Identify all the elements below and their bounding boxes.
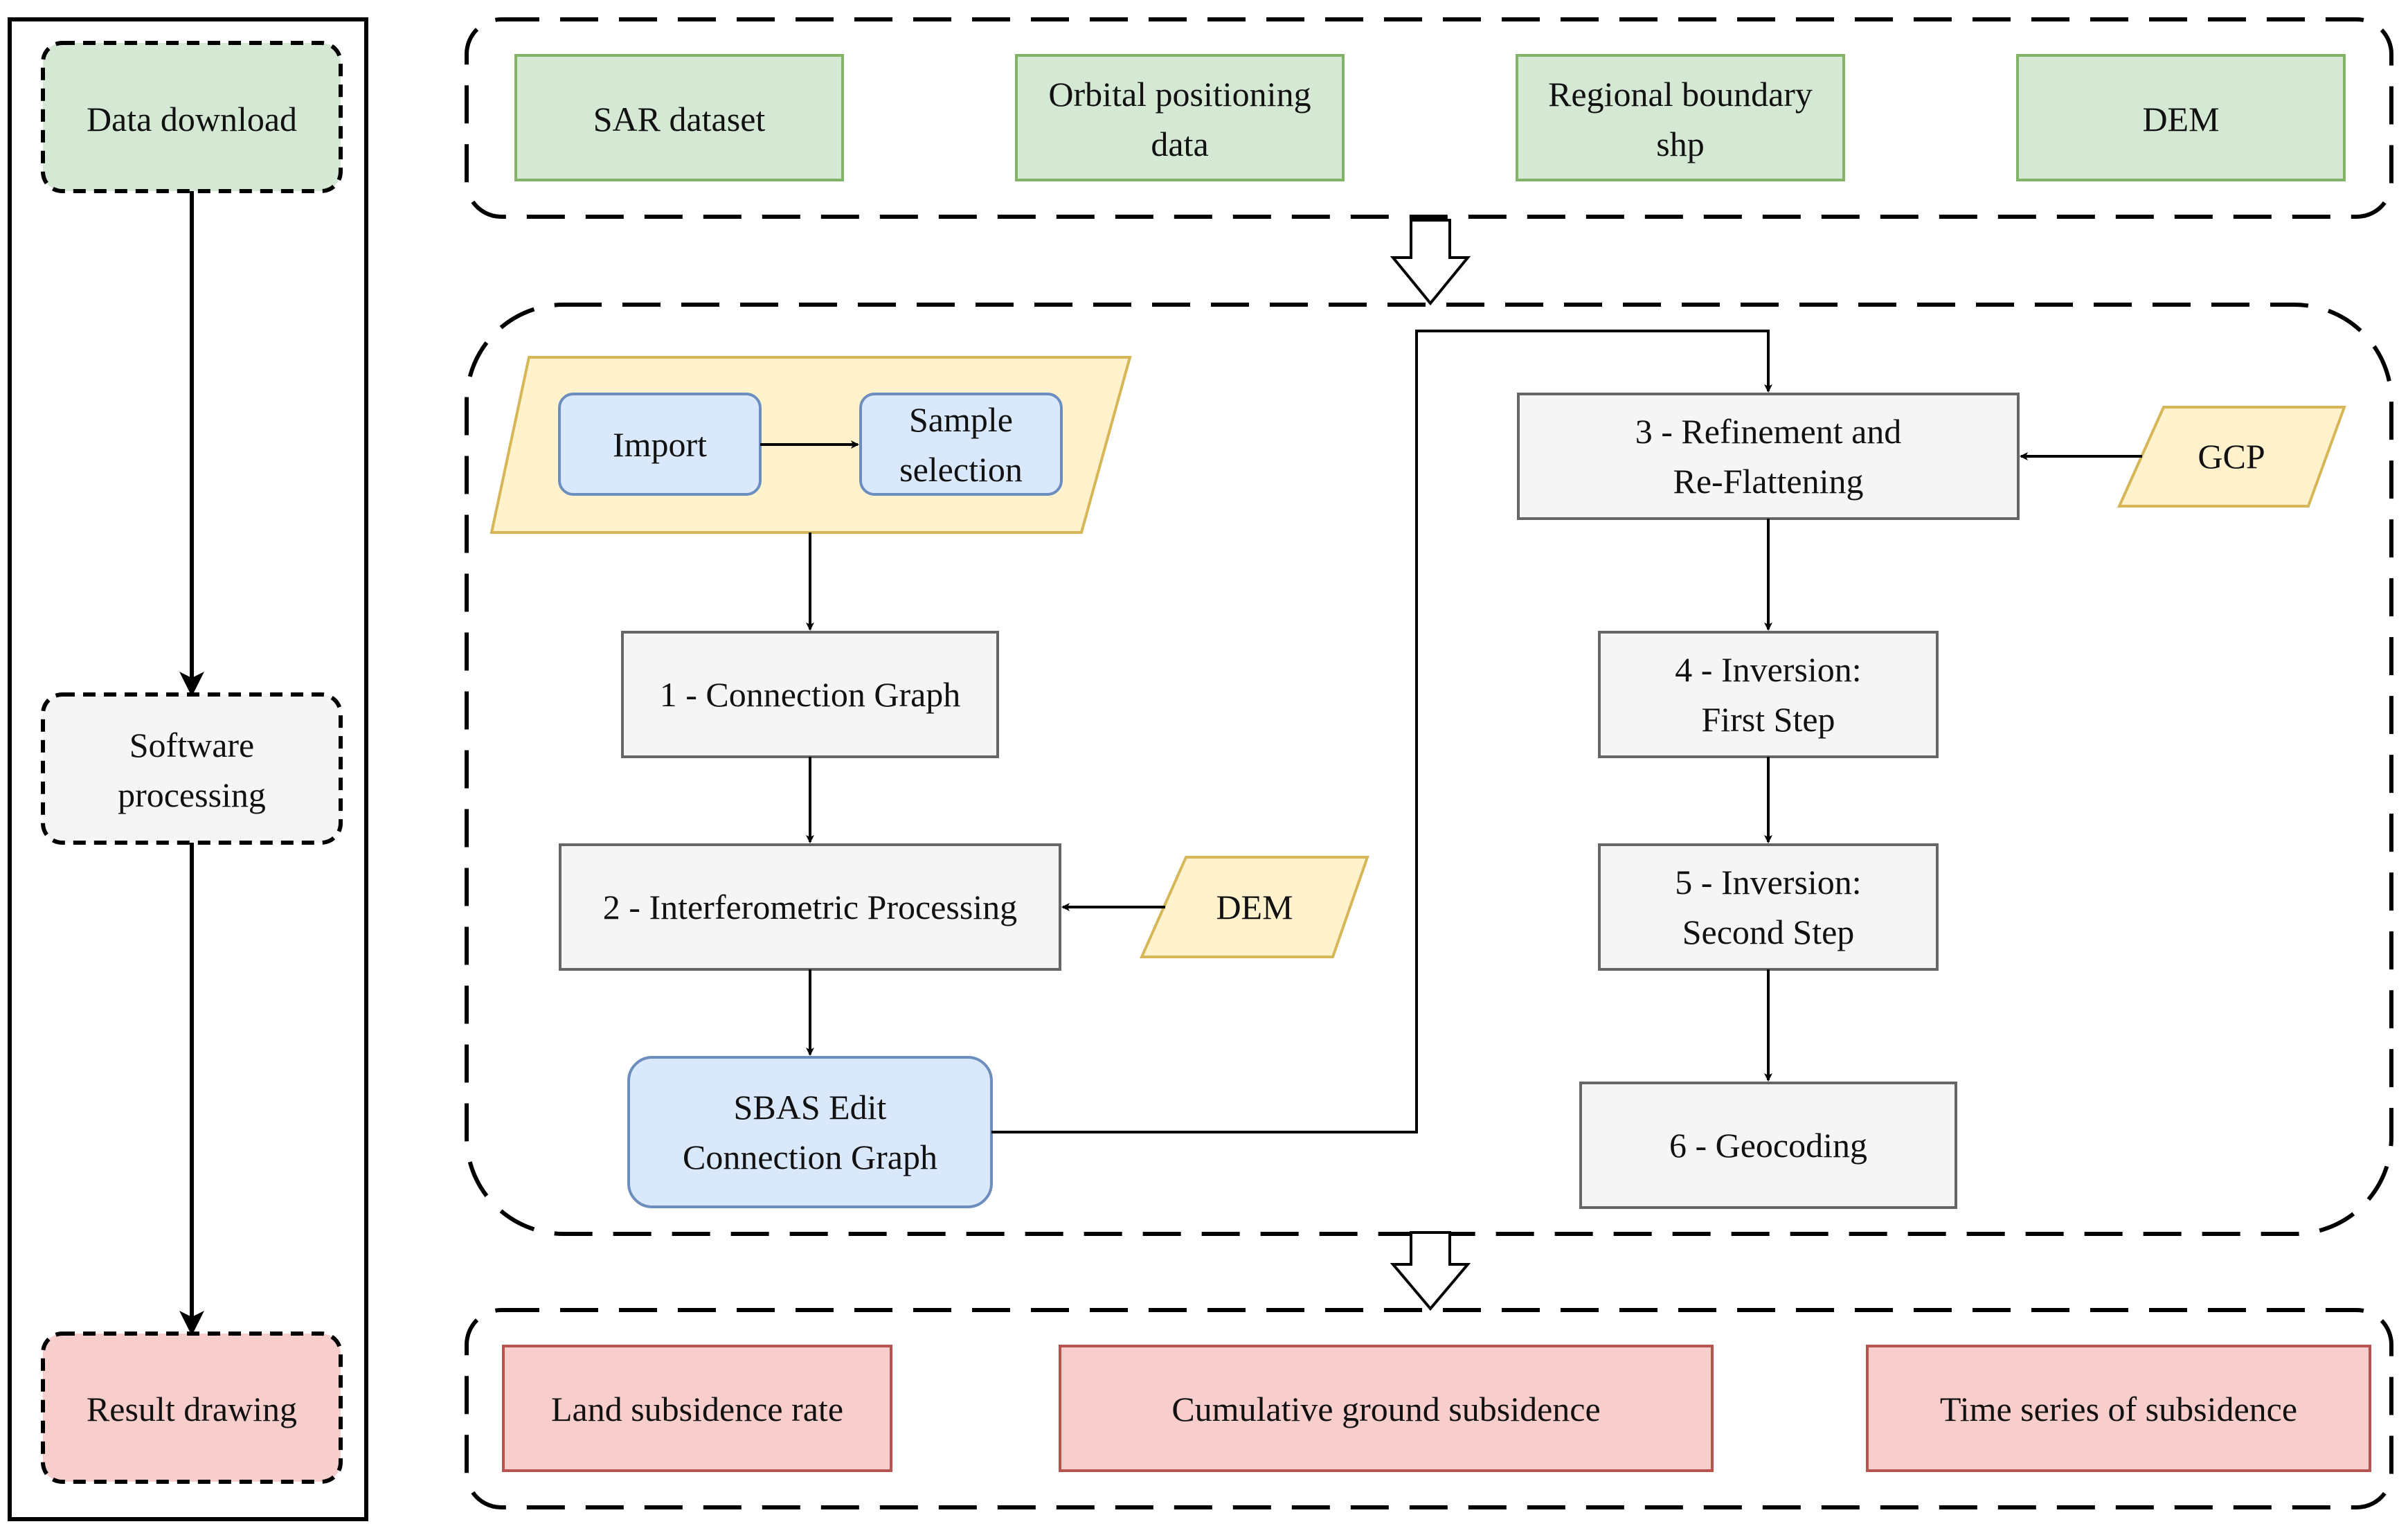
import-node: Import [558,393,762,496]
output-group-frame [465,1308,2393,1509]
label-line: 3 - Refinement and [1635,412,1902,451]
input-regional-boundary-label: Regional boundary shp [1548,75,1813,163]
stage-software-processing: Software processing [41,692,343,845]
label-line: GCP [2198,437,2265,476]
input-orbital-positioning: Orbital positioning data [1015,54,1345,181]
sample-selection-node: Sample selection [859,393,1063,496]
stage-data-download-label: Data download [87,100,297,138]
label-line: Software [129,726,255,764]
stage-data-download: Data download [41,41,343,193]
output-land-subsidence-rate: Land subsidence rate [502,1345,892,1472]
output-time-series-subsidence: Time series of subsidence [1866,1345,2371,1472]
input-sar-dataset: SAR dataset [514,54,844,181]
output-cumulative-ground-subsidence: Cumulative ground subsidence [1059,1345,1714,1472]
import-node-label: Import [613,425,707,464]
label-line: Regional boundary [1548,75,1813,114]
step-2-interferometric-processing-label: 2 - Interferometric Processing [603,888,1017,926]
label-line: Import [613,425,707,464]
stage-frame [8,17,368,1521]
label-line: Cumulative ground subsidence [1171,1390,1600,1428]
dem-input-node: DEM [1139,856,1369,958]
label-line: 6 - Geocoding [1669,1126,1867,1165]
label-line: data [1151,125,1208,163]
process-group-frame [465,303,2393,1236]
label-line: DEM [2142,100,2219,138]
output-cumulative-ground-subsidence-label: Cumulative ground subsidence [1171,1390,1600,1428]
label-line: 2 - Interferometric Processing [603,888,1017,926]
label-line: Re-Flattening [1673,462,1864,501]
input-sar-dataset-label: SAR dataset [593,100,766,138]
label-line: Land subsidence rate [551,1390,843,1428]
label-line: Result drawing [87,1390,297,1428]
step-1-connection-graph-label: 1 - Connection Graph [660,675,961,714]
arrow-sbas-to-step3 [991,330,1772,1133]
hollow-arrow-2 [1390,1231,1471,1311]
label-line: 4 - Inversion: [1675,650,1861,689]
label-line: Second Step [1682,913,1855,951]
label-line: Connection Graph [683,1138,937,1176]
label-line: 1 - Connection Graph [660,675,961,714]
label-line: 5 - Inversion: [1675,863,1861,902]
label-line: DEM [1216,888,1293,926]
input-dem: DEM [2016,54,2346,181]
label-line: Data download [87,100,297,138]
input-dem-label: DEM [2142,100,2219,138]
output-land-subsidence-rate-label: Land subsidence rate [551,1390,843,1428]
output-time-series-subsidence-label: Time series of subsidence [1940,1390,2297,1428]
label-line: selection [899,450,1023,489]
stage-result-drawing: Result drawing [41,1332,343,1484]
input-regional-boundary: Regional boundary shp [1516,54,1845,181]
stage-software-processing-label: Software processing [118,726,266,814]
step-6-geocoding: 6 - Geocoding [1579,1082,1957,1209]
label-line: First Step [1701,700,1835,739]
input-group-frame [465,17,2393,219]
step-4-inversion-first-step: 4 - Inversion: First Step [1598,631,1939,758]
label-line: processing [118,776,266,814]
label-line: Orbital positioning [1048,75,1311,114]
sample-selection-node-label: Sample selection [899,400,1023,489]
step-4-inversion-first-step-label: 4 - Inversion: First Step [1675,650,1861,739]
label-line: SBAS Edit [734,1088,887,1127]
stage-result-drawing-label: Result drawing [87,1390,297,1428]
step-5-inversion-second-step: 5 - Inversion: Second Step [1598,843,1939,971]
gcp-input-node-label: GCP [2198,437,2265,476]
input-orbital-positioning-label: Orbital positioning data [1048,75,1311,163]
label-line: shp [1656,125,1704,163]
step-1-connection-graph: 1 - Connection Graph [621,631,999,758]
step-6-geocoding-label: 6 - Geocoding [1669,1126,1867,1165]
label-line: Time series of subsidence [1940,1390,2297,1428]
step-5-inversion-second-step-label: 5 - Inversion: Second Step [1675,863,1861,951]
dem-input-node-label: DEM [1216,888,1293,926]
label-line: Sample [909,400,1013,439]
step-2-interferometric-processing: 2 - Interferometric Processing [559,843,1061,971]
label-line: SAR dataset [593,100,766,138]
hollow-arrow-1 [1390,219,1471,306]
gcp-input-node: GCP [2117,406,2346,508]
